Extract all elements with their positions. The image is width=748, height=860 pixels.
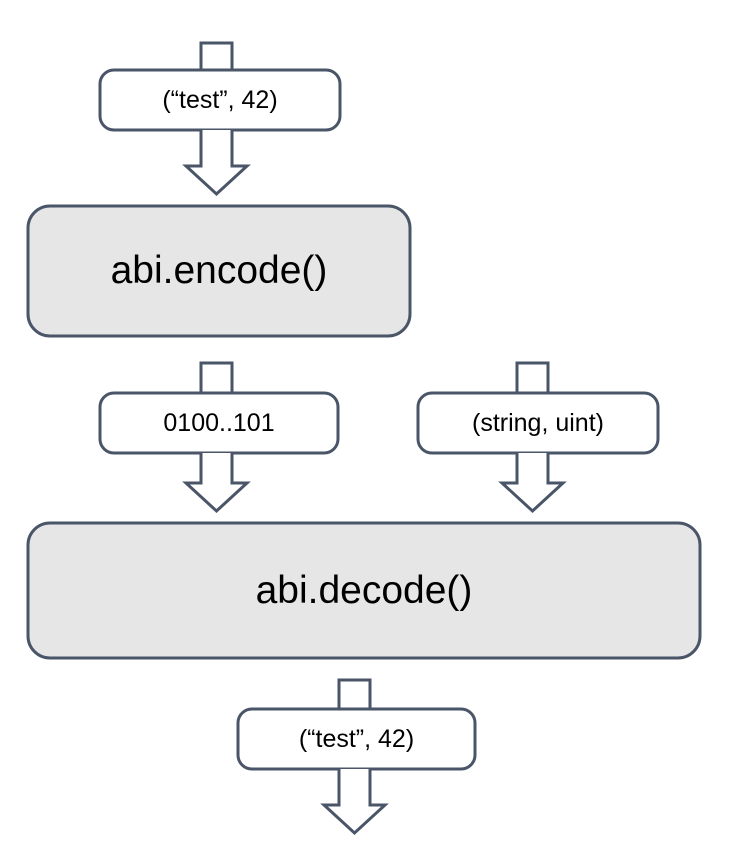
open-stem-down-icon-encoded-bytes (199, 361, 234, 395)
open-stem-down-icon-output-tuple (337, 678, 372, 711)
data-box-encoded-bytes[interactable] (98, 391, 340, 455)
open-stem-down-icon (199, 41, 234, 72)
arrow-down-icon-input-to-encode (182, 130, 251, 197)
arrow-down-icon-bytes-to-decode (182, 453, 251, 514)
process-box-abi-decode[interactable] (26, 521, 702, 660)
open-stem-down-icon-type-signature (515, 361, 550, 395)
arrow-down-icon-types-to-decode (498, 453, 567, 514)
data-box-input-tuple-top[interactable] (98, 68, 342, 132)
data-box-output-tuple-bottom[interactable] (236, 707, 477, 771)
process-box-abi-encode[interactable] (26, 204, 412, 338)
data-box-type-signature[interactable] (416, 391, 660, 455)
arrow-down-icon-decode-output (320, 769, 389, 836)
